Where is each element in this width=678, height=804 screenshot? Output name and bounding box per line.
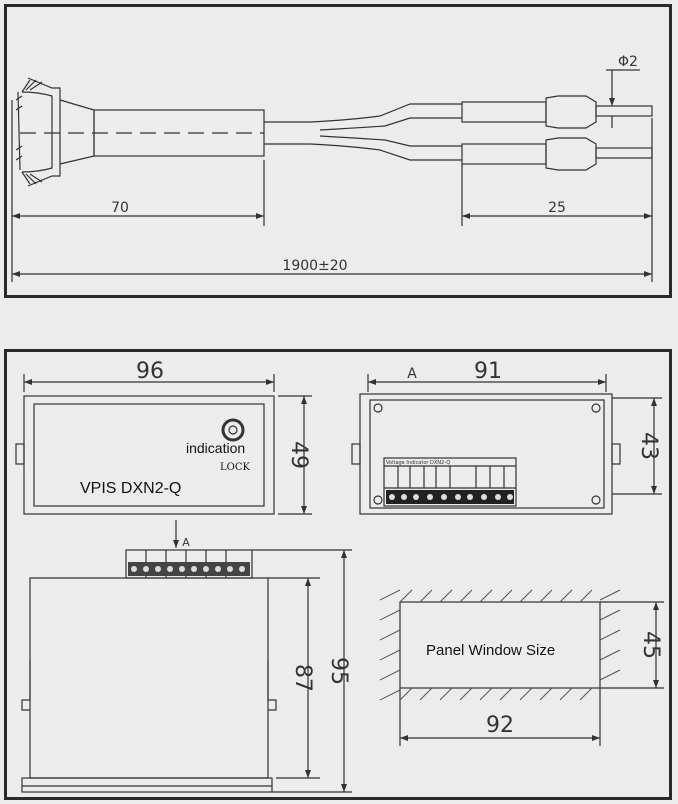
indication-label: indication — [186, 440, 246, 456]
dim-70: 70 — [111, 200, 129, 216]
rear-view — [351, 374, 662, 515]
dim-25: 25 — [548, 200, 566, 216]
panel-window-label: Panel Window Size — [426, 642, 556, 659]
rear-view-label: A — [407, 366, 417, 382]
panel-hatch — [379, 589, 621, 701]
dim-96: 96 — [136, 359, 164, 384]
side-view — [21, 520, 352, 793]
dim-95: 95 — [326, 657, 351, 685]
diameter-label: Φ2 — [618, 54, 638, 70]
dim-49: 49 — [286, 441, 311, 469]
dim-91: 91 — [474, 359, 502, 384]
side-view-arrow-label: A — [182, 536, 190, 549]
lock-label: LOCK — [220, 462, 250, 473]
model-label: VPIS DXN2-Q — [80, 480, 182, 497]
terminal-nameplate — [383, 457, 517, 507]
rear-nameplate: Voltage Indicator DXN2-Q — [386, 460, 450, 466]
dim-45: 45 — [638, 631, 663, 659]
dim-92: 92 — [486, 713, 514, 738]
connector-head — [15, 77, 653, 187]
probe-cable-drawing — [4, 4, 672, 298]
dim-43: 43 — [636, 432, 661, 460]
dim-87: 87 — [290, 664, 315, 692]
dim-total: 1900±20 — [282, 258, 347, 274]
device-dimension-drawing — [4, 349, 672, 800]
front-view — [15, 374, 312, 515]
